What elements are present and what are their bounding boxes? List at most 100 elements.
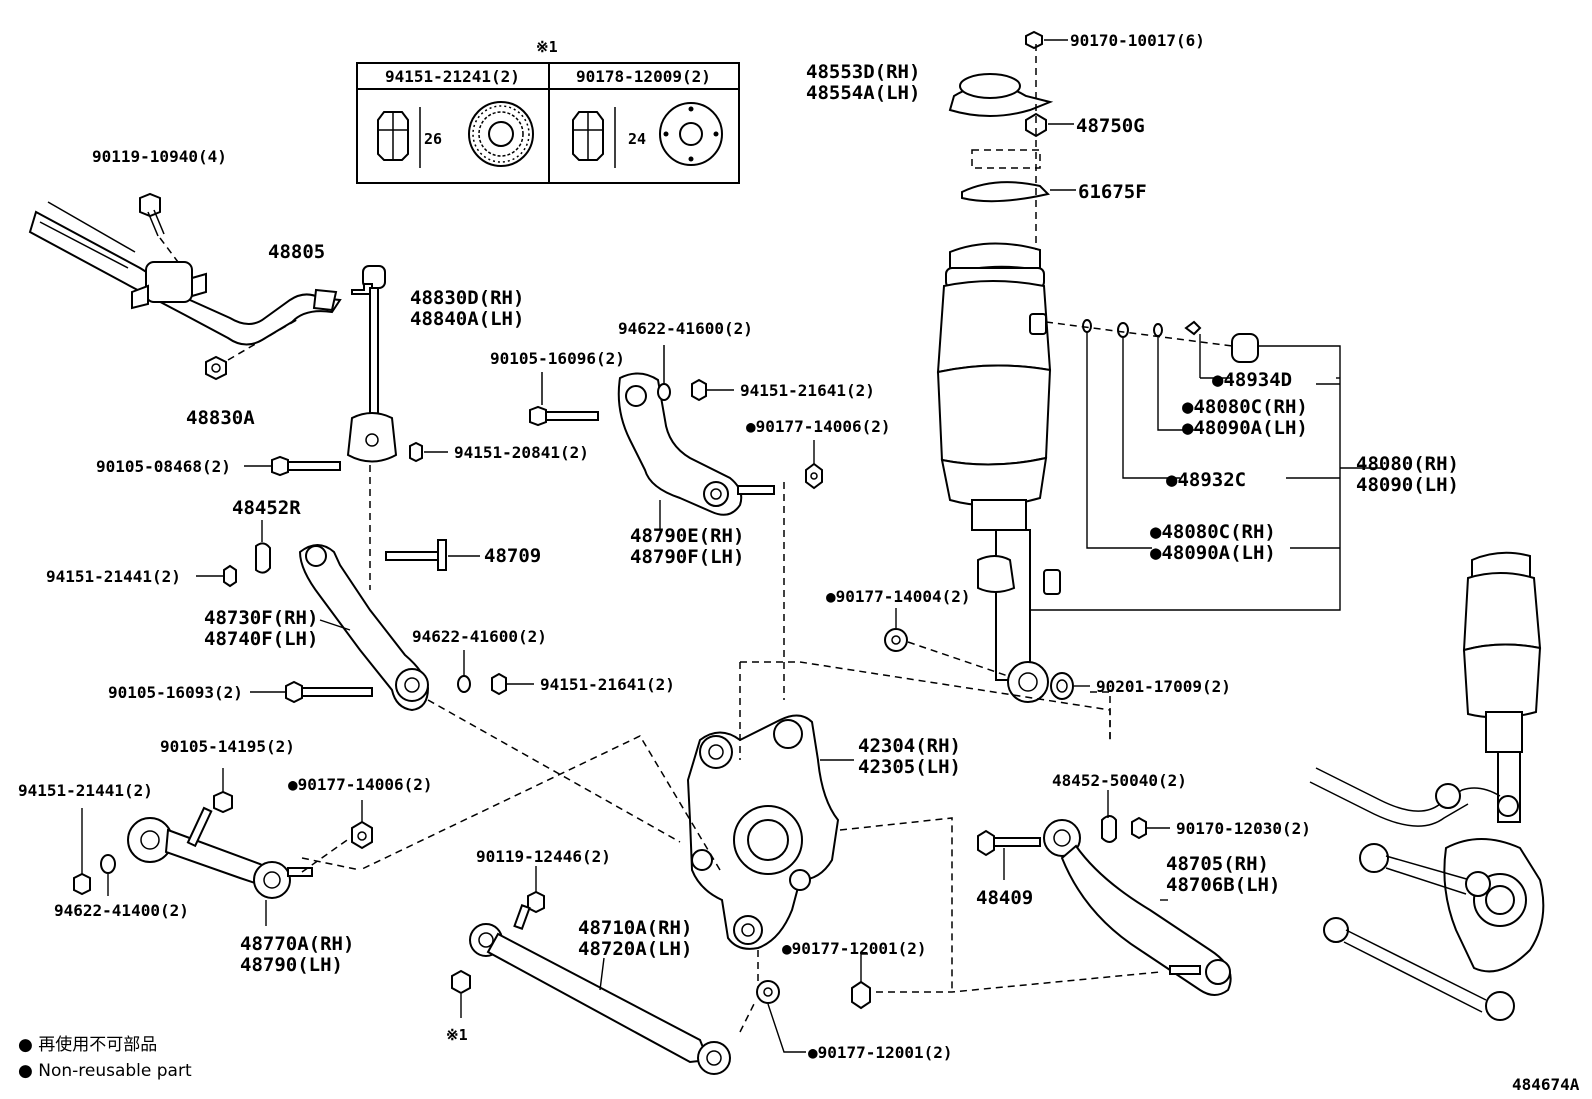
- label-48790-LH[interactable]: 48790(LH): [240, 954, 343, 976]
- label-9017714006-lower[interactable]: ●90177-14006(2): [288, 775, 433, 794]
- arm-48730-part: [298, 544, 430, 712]
- label-48932C[interactable]: ●48932C: [1166, 469, 1246, 491]
- label-48452R[interactable]: 48452R: [232, 497, 301, 519]
- label-42304[interactable]: 42304(RH): [858, 735, 961, 757]
- assembled-suspension-view: [1309, 551, 1545, 1021]
- bolt-9011912446-icon: [513, 890, 545, 930]
- label-48080C-upper[interactable]: ●48080C(RH): [1182, 396, 1308, 418]
- label-48720A[interactable]: 48720A(LH): [578, 938, 692, 960]
- cam-48452R-icon: [255, 542, 271, 574]
- bolt-9010516093-icon: [285, 680, 373, 704]
- washer-9462241600-upper-icon: [657, 345, 671, 401]
- illustration-id: 484674A: [1512, 1075, 1580, 1094]
- label-48830A[interactable]: 48830A: [186, 407, 255, 429]
- label-9415121641-lower[interactable]: 94151-21641(2): [540, 675, 675, 694]
- steering-knuckle-part: [686, 714, 840, 950]
- upper-arm-48790-part: [617, 372, 775, 516]
- dimension-26: 26: [424, 130, 442, 148]
- insulator-61675F-icon: [961, 149, 1050, 203]
- label-9415121641-upper[interactable]: 94151-21641(2): [740, 381, 875, 400]
- bushing-48750G-icon: [1025, 112, 1047, 138]
- nut-reference-1-icon: [451, 969, 471, 995]
- dimension-24: 24: [628, 130, 646, 148]
- label-9011910940[interactable]: 90119-10940(4): [92, 147, 227, 166]
- bolt-9010514195-icon: [186, 790, 233, 848]
- label-48090-LH[interactable]: 48090(LH): [1356, 474, 1459, 496]
- label-48090A-upper[interactable]: ●48090A(LH): [1182, 417, 1308, 439]
- label-48790E[interactable]: 48790E(RH): [630, 525, 744, 547]
- bolt-48409-icon: [977, 829, 1041, 857]
- cam-4845250040-icon: [1101, 815, 1117, 843]
- nut-9017714004-icon: [884, 628, 908, 652]
- label-48709[interactable]: 48709: [484, 545, 541, 567]
- nut-48830A-icon: [205, 355, 227, 381]
- nut-9017012030-icon: [1131, 816, 1147, 840]
- label-48790F[interactable]: 48790F(LH): [630, 546, 744, 568]
- label-9462241400[interactable]: 94622-41400(2): [54, 901, 189, 920]
- nut-side-icon: [572, 107, 616, 168]
- bolt-9011910940-icon: [139, 192, 165, 237]
- label-48830D[interactable]: 48830D(RH): [410, 287, 524, 309]
- reference-table: ※1 94151-21241(2) 90178-12009(2) 26 24: [356, 38, 740, 184]
- label-48080-RH[interactable]: 48080(RH): [1356, 453, 1459, 475]
- nut-9415121641-lower-icon: [491, 672, 507, 696]
- nut-9415121641-upper-icon: [691, 378, 707, 402]
- label-48710A[interactable]: 48710A(RH): [578, 917, 692, 939]
- label-48840A[interactable]: 48840A(LH): [410, 308, 524, 330]
- label-61675F[interactable]: 61675F: [1078, 181, 1147, 203]
- label-48740F[interactable]: 48740F(LH): [204, 628, 318, 650]
- arm-48705-part: [1043, 819, 1232, 996]
- label-48934D[interactable]: ●48934D: [1212, 369, 1292, 391]
- legend-english: ● Non-reusable part: [18, 1061, 192, 1081]
- label-9017714004[interactable]: ●90177-14004(2): [826, 587, 971, 606]
- label-48705[interactable]: 48705(RH): [1166, 853, 1269, 875]
- legend-japanese: ● 再使用不可部品: [18, 1034, 157, 1055]
- label-9010516096[interactable]: 90105-16096(2): [490, 349, 625, 368]
- reference-mark: ※1: [536, 38, 558, 56]
- label-48770A[interactable]: 48770A(RH): [240, 933, 354, 955]
- label-4845250040[interactable]: 48452-50040(2): [1052, 771, 1187, 790]
- label-9017012030[interactable]: 90170-12030(2): [1176, 819, 1311, 838]
- nut-9415121441-lower-icon: [73, 872, 91, 896]
- label-48554A[interactable]: 48554A(LH): [806, 82, 920, 104]
- label-9017712001-lower[interactable]: ●90177-12001(2): [808, 1043, 953, 1062]
- upper-mount-48553D-part: [948, 73, 1054, 117]
- label-9017712001-upper[interactable]: ●90177-12001(2): [782, 939, 927, 958]
- label-9462241600-lower[interactable]: 94622-41600(2): [412, 627, 547, 646]
- label-9010508468[interactable]: 90105-08468(2): [96, 457, 231, 476]
- nut-9415120841-icon: [409, 441, 423, 463]
- label-9462241600-upper[interactable]: 94622-41600(2): [618, 319, 753, 338]
- bolt-9010516096-icon: [529, 372, 599, 427]
- stabilizer-bar-part: [28, 201, 342, 346]
- label-42305[interactable]: 42305(LH): [858, 756, 961, 778]
- label-9010516093[interactable]: 90105-16093(2): [108, 683, 243, 702]
- label-48730F[interactable]: 48730F(RH): [204, 607, 318, 629]
- part-labels: 90170-10017(6) 48553D(RH) 48554A(LH) 487…: [18, 31, 1459, 1062]
- label-48090A-lower[interactable]: ●48090A(LH): [1150, 542, 1276, 564]
- reference-header-left: 94151-21241(2): [385, 67, 520, 86]
- label-48409[interactable]: 48409: [976, 887, 1033, 909]
- stabilizer-link-part: [346, 265, 398, 463]
- washer-9020117009-icon: [1050, 672, 1074, 700]
- nut-9017010017-icon: [1025, 30, 1043, 50]
- washer-9462241600-lower-icon: [457, 675, 471, 693]
- bolt-48709-icon: [385, 539, 447, 571]
- label-48750G[interactable]: 48750G: [1076, 115, 1145, 137]
- label-9415121441-upper[interactable]: 94151-21441(2): [46, 567, 181, 586]
- label-9415121441-lower[interactable]: 94151-21441(2): [18, 781, 153, 800]
- label-9010514195[interactable]: 90105-14195(2): [160, 737, 295, 756]
- nut-9017712001-upper-icon: [851, 980, 871, 1010]
- label-48080C-lower[interactable]: ●48080C(RH): [1150, 521, 1276, 543]
- nut-9017712001-lower-icon: [756, 980, 780, 1004]
- label-48805[interactable]: 48805: [268, 241, 325, 263]
- bolt-9010508468-icon: [271, 455, 341, 477]
- label-9415120841[interactable]: 94151-20841(2): [454, 443, 589, 462]
- label-9017010017[interactable]: 90170-10017(6): [1070, 31, 1205, 50]
- label-48553D[interactable]: 48553D(RH): [806, 61, 920, 83]
- label-9020117009[interactable]: 90201-17009(2): [1096, 677, 1231, 696]
- nut-9415121441-upper-icon: [223, 564, 237, 588]
- label-48706B[interactable]: 48706B(LH): [1166, 874, 1280, 896]
- label-9017714006-upper[interactable]: ●90177-14006(2): [746, 417, 891, 436]
- label-9011912446[interactable]: 90119-12446(2): [476, 847, 611, 866]
